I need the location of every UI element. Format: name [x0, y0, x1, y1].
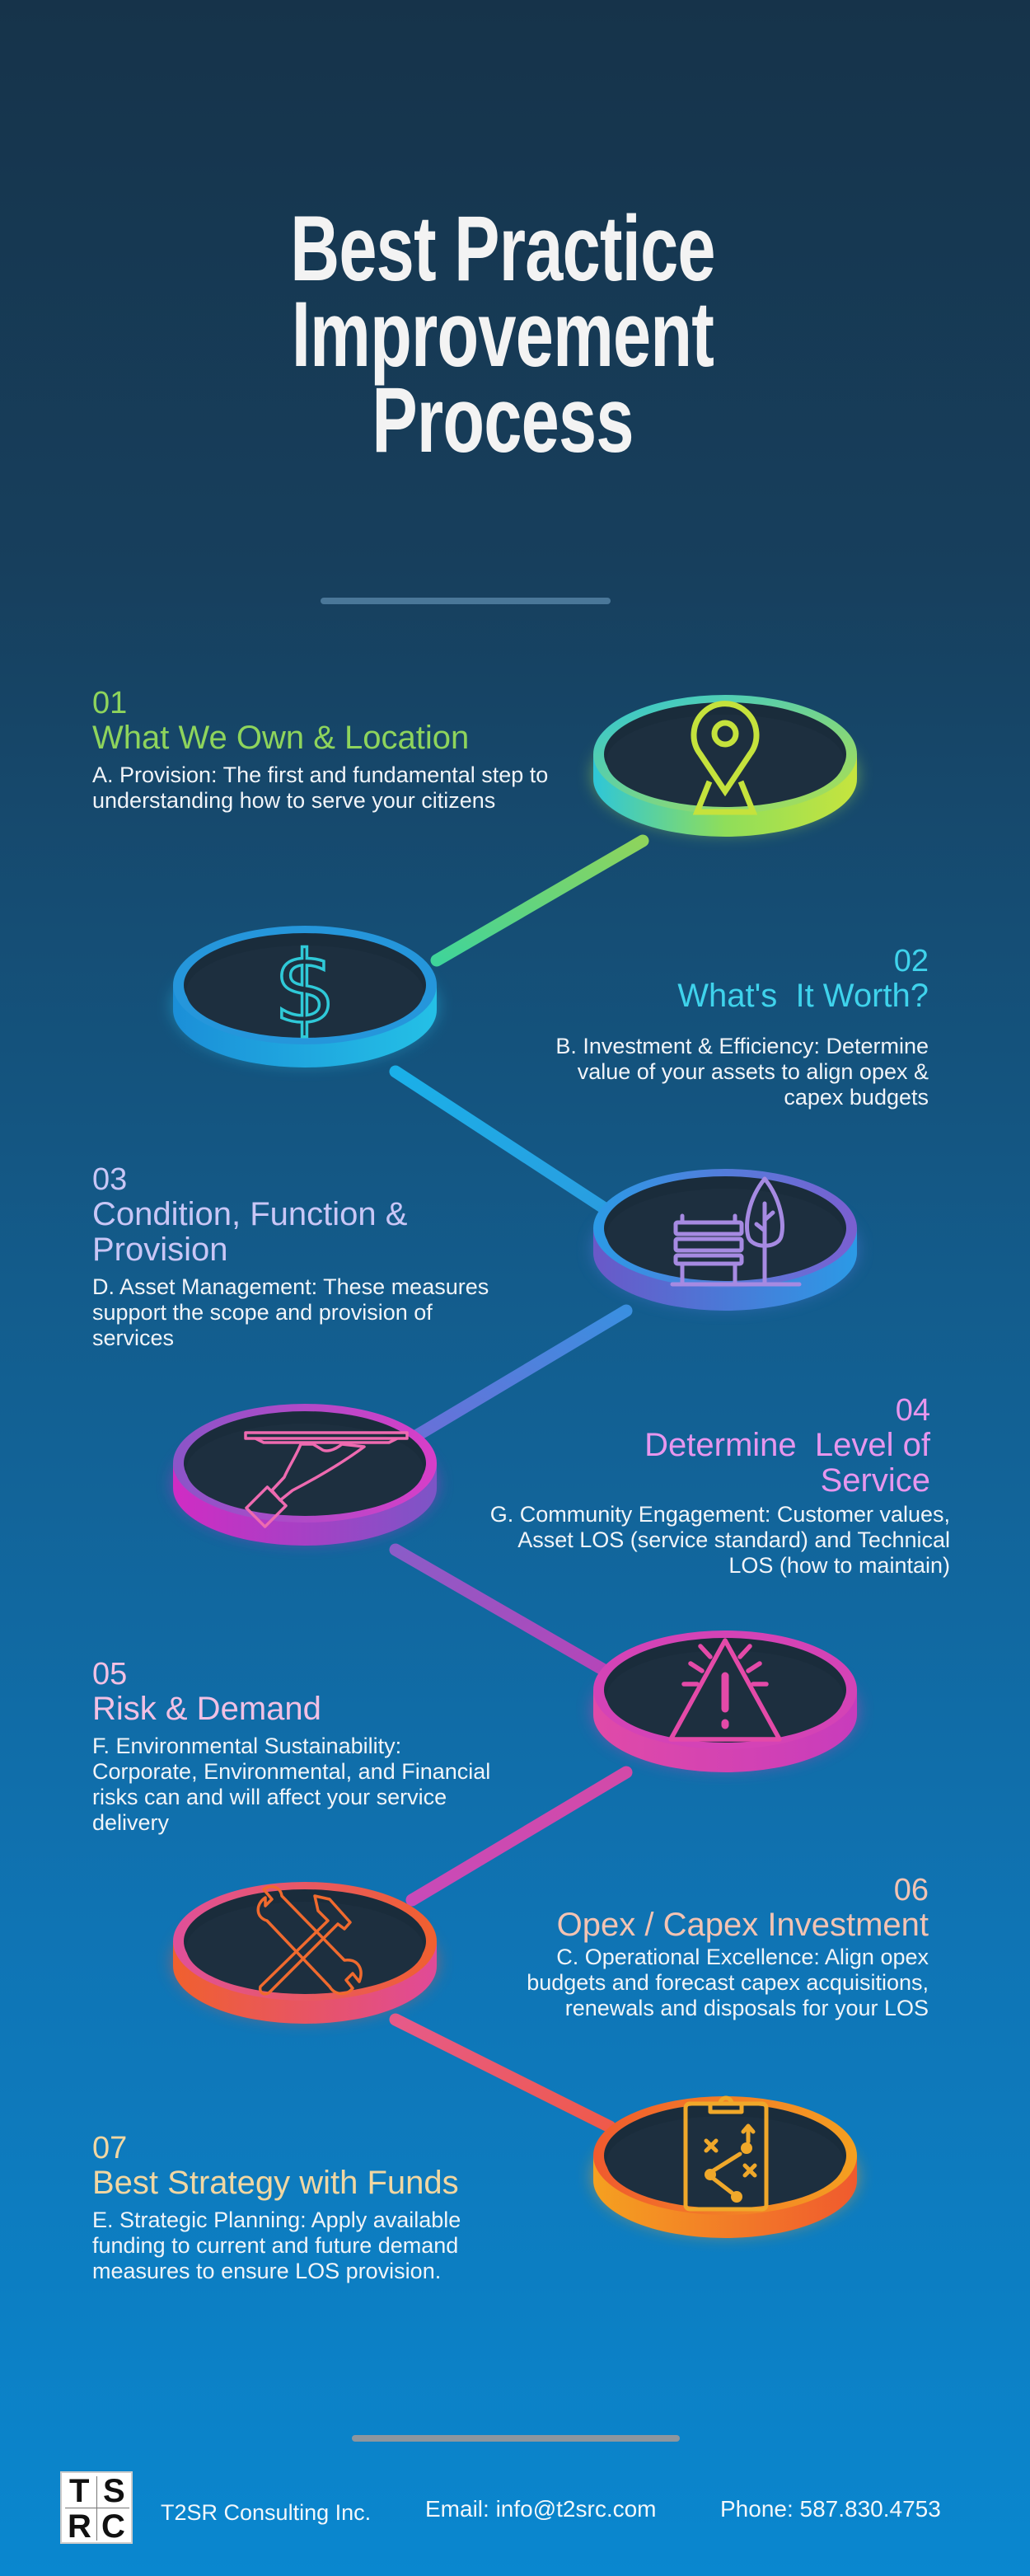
svg-text:$: $ [274, 931, 336, 1046]
step-3-description: D. Asset Management: These measures supp… [92, 1274, 489, 1350]
step-6-disc [173, 1863, 437, 2028]
step-6-description: C. Operational Excellence: Align opex bu… [527, 1945, 929, 2020]
dollar-icon: $ [272, 930, 338, 1048]
page-title: Best Practice Improvement Process [131, 197, 875, 472]
step-5-number: 05 [92, 1657, 128, 1692]
step-7-disc [593, 2077, 857, 2242]
footer: T S R C T2SR Consulting Inc. Email: info… [0, 2471, 1030, 2546]
step-1-number: 01 [92, 686, 128, 720]
step-5-title: Risk & Demand [92, 1691, 321, 1727]
step-7: 07 Best Strategy with Funds E. Strategic… [92, 2131, 554, 2284]
title-line-3: Process [372, 368, 634, 472]
step-4: 04 Determine Level of Service G. Communi… [486, 1393, 950, 1579]
step-2-number: 02 [893, 944, 929, 978]
title-line-2: Improvement [291, 283, 714, 386]
t2sr-logo: T S R C [60, 2471, 133, 2544]
step-2-description: B. Investment & Efficiency: Determine va… [555, 1034, 929, 1110]
step-4-number: 04 [895, 1393, 930, 1428]
top-divider [321, 598, 611, 604]
step-1-description: A. Provision: The first and fundamental … [92, 762, 549, 813]
map-pin-icon [691, 701, 760, 815]
serving-tray-hand-icon [244, 1431, 409, 1528]
step-1-title: What We Own & Location [92, 720, 470, 756]
step-1-disc [593, 676, 857, 841]
park-bench-tree-icon [670, 1176, 802, 1287]
logo-letter-s: S [103, 2473, 125, 2509]
company-name: T2SR Consulting Inc. [161, 2500, 372, 2525]
step-5-description: F. Environmental Sustainability: Corpora… [92, 1734, 491, 1835]
logo-letter-t: T [69, 2473, 90, 2509]
step-4-description: G. Community Engagement: Customer values… [489, 1502, 963, 1578]
logo-letter-c: C [101, 2508, 125, 2545]
step-7-title: Best Strategy with Funds [92, 2165, 459, 2201]
step-7-number: 07 [92, 2131, 128, 2165]
step-2-title: What's It Worth? [677, 978, 929, 1014]
bottom-divider [352, 2435, 680, 2442]
contact-phone[interactable]: Phone: 587.830.4753 [720, 2496, 941, 2522]
title-line-1: Best Practice [290, 197, 715, 300]
logo-letter-r: R [68, 2508, 91, 2545]
step-5-disc [593, 1612, 857, 1776]
step-5: 05 Risk & Demand F. Environmental Sustai… [92, 1657, 521, 1836]
step-4-title: Determine Level of Service [644, 1427, 940, 1499]
wrench-hammer-icon [256, 1884, 363, 1996]
strategy-clipboard-icon [683, 2095, 769, 2212]
step-7-description: E. Strategic Planning: Apply available f… [92, 2208, 461, 2283]
step-6: 06 Opex / Capex Investment C. Operationa… [461, 1873, 929, 2021]
warning-triangle-icon [668, 1638, 782, 1742]
step-3: 03 Condition, Function & Provision D. As… [92, 1162, 504, 1351]
step-3-title: Condition, Function & Provision [92, 1196, 408, 1268]
step-1: 01 What We Own & Location A. Provision: … [92, 686, 570, 814]
step-2-disc: $ [173, 907, 437, 1072]
step-2: 02 What's It Worth? B. Investment & Effi… [494, 944, 929, 1110]
step-3-disc [593, 1150, 857, 1315]
step-4-disc [173, 1385, 437, 1550]
step-6-number: 06 [893, 1873, 929, 1907]
step-3-number: 03 [92, 1162, 128, 1197]
contact-email[interactable]: Email: info@t2src.com [425, 2496, 657, 2522]
step-6-title: Opex / Capex Investment [556, 1907, 929, 1943]
